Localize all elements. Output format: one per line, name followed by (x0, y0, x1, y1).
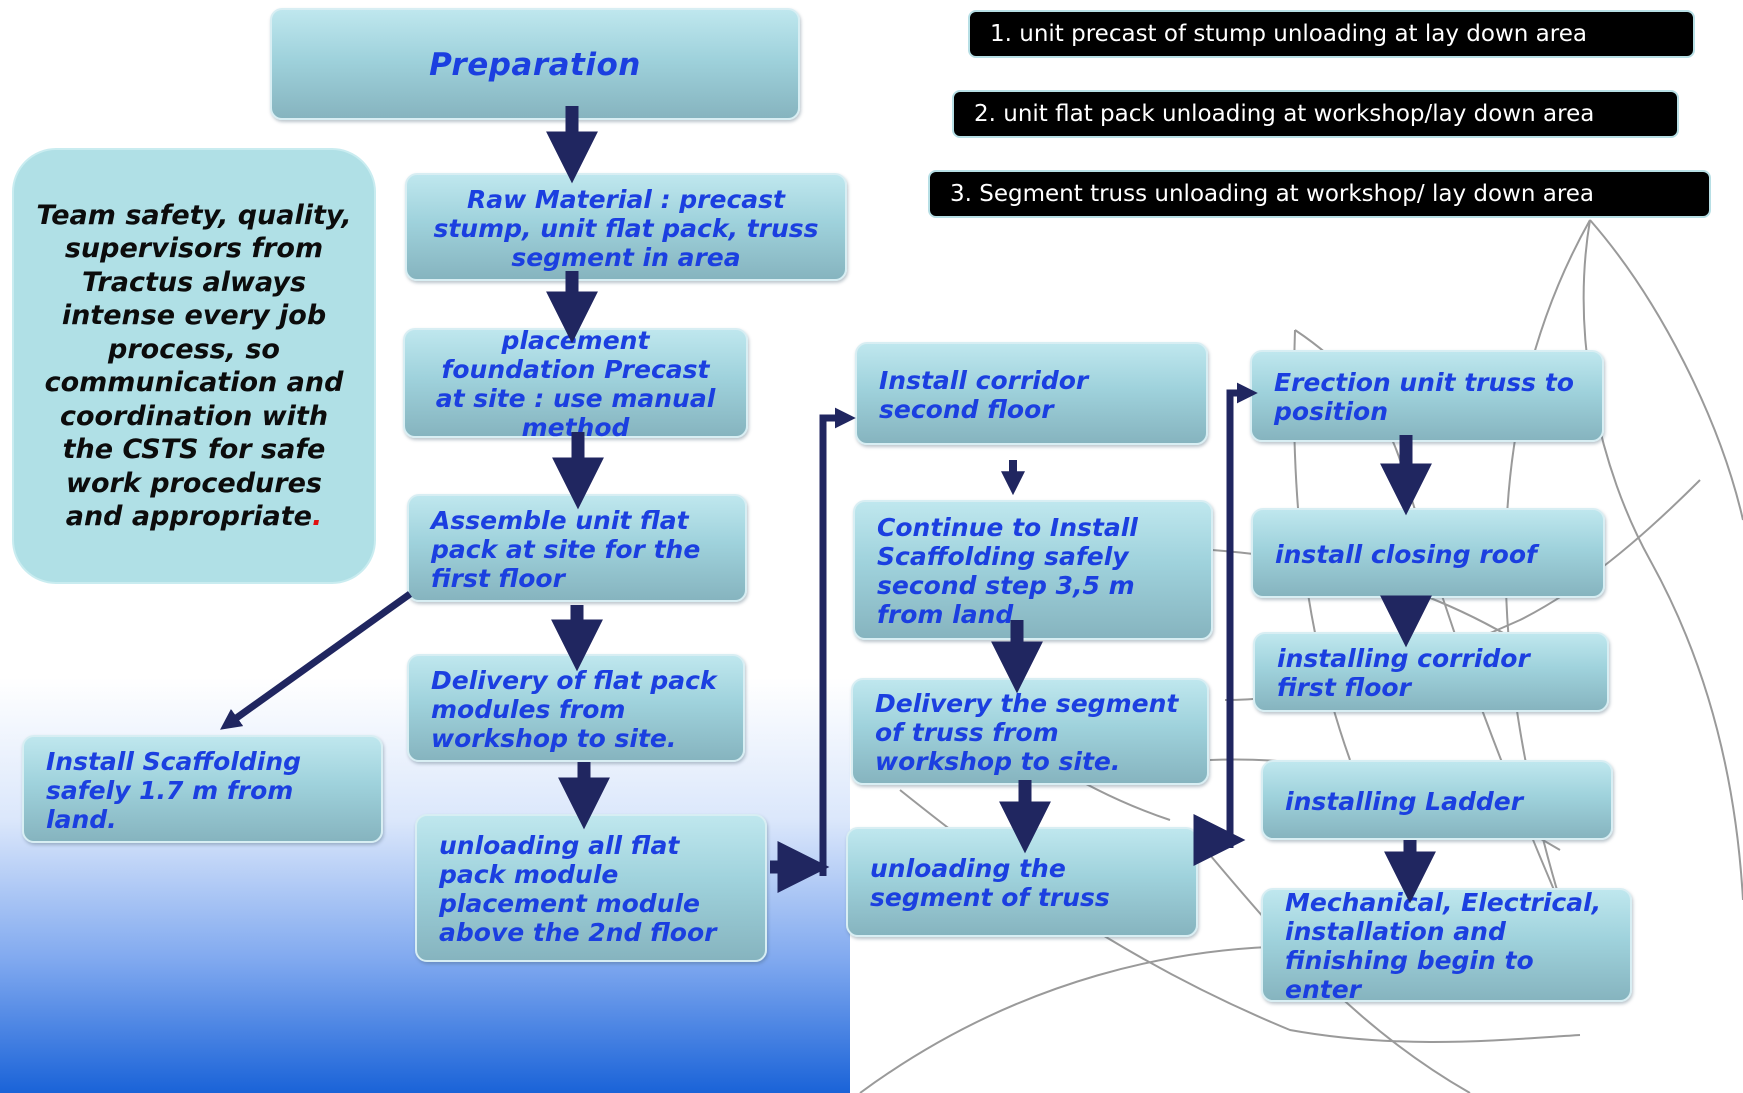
step-ladder: installing Ladder (1261, 760, 1613, 840)
preparation-title: Preparation (270, 8, 800, 120)
step-delivery-flat-pack: Delivery of flat pack modules from works… (407, 654, 745, 762)
step-delivery-truss: Delivery the segment of truss from works… (851, 678, 1209, 785)
team-safety-note-text: Team safety, quality, supervisors from T… (36, 199, 352, 534)
step-unloading-flat-pack: unloading all flat pack module placement… (415, 814, 767, 962)
step-erection-truss-text: Erection unit truss to position (1274, 368, 1574, 426)
step-delivery-truss-text: Delivery the segment of truss from works… (875, 689, 1179, 776)
step-install-scaffolding-text: Install Scaffolding safely 1.7 m from la… (46, 746, 302, 834)
step-unloading-truss-text: unloading the segment of truss (870, 854, 1110, 912)
step-continue-scaffolding: Continue to Install Scaffolding safely s… (853, 500, 1213, 640)
banner-precast-stump-text: 1. unit precast of stump unloading at la… (990, 21, 1587, 47)
banner-precast-stump: 1. unit precast of stump unloading at la… (968, 10, 1695, 58)
note-end-mark: . (311, 501, 323, 532)
note-body: Team safety, quality, supervisors from T… (36, 199, 352, 533)
step-unloading-flat-pack-text: unloading all flat pack module placement… (439, 831, 717, 947)
banner-segment-truss-text: 3. Segment truss unloading at workshop/ … (950, 181, 1595, 207)
banner-segment-truss: 3. Segment truss unloading at workshop/ … (928, 170, 1711, 218)
step-closing-roof-text: install closing roof (1275, 539, 1537, 569)
preparation-title-text: Preparation (429, 46, 641, 83)
step-install-scaffolding: Install Scaffolding safely 1.7 m from la… (22, 735, 383, 843)
step-unloading-truss: unloading the segment of truss (846, 827, 1198, 937)
team-safety-note: Team safety, quality, supervisors from T… (12, 148, 376, 584)
banner-flat-pack-text: 2. unit flat pack unloading at workshop/… (974, 101, 1595, 127)
step-ladder-text: installing Ladder (1285, 786, 1524, 816)
step-raw-material: Raw Material : precast stump, unit flat … (405, 173, 847, 281)
step-corridor-first-text: installing corridor first floor (1277, 644, 1530, 702)
step-placement-foundation-text: placement foundation Precast at site : u… (435, 326, 716, 442)
step-closing-roof: install closing roof (1251, 508, 1605, 598)
step-assemble-flat-pack: Assemble unit flat pack at site for the … (407, 494, 747, 602)
step-erection-truss: Erection unit truss to position (1250, 350, 1604, 442)
banner-flat-pack: 2. unit flat pack unloading at workshop/… (952, 90, 1679, 138)
step-install-corridor-second: Install corridor second floor (855, 342, 1208, 445)
step-install-corridor-second-text: Install corridor second floor (879, 365, 1089, 424)
step-delivery-flat-pack-text: Delivery of flat pack modules from works… (431, 665, 717, 753)
step-placement-foundation: placement foundation Precast at site : u… (403, 326, 748, 442)
step-assemble-flat-pack-text: Assemble unit flat pack at site for the … (431, 505, 701, 593)
step-continue-scaffolding-text: Continue to Install Scaffolding safely s… (877, 513, 1138, 629)
step-mep-text: Mechanical, Electrical, installation and… (1285, 888, 1602, 1004)
step-mep: Mechanical, Electrical, installation and… (1261, 888, 1632, 1004)
step-raw-material-text: Raw Material : precast stump, unit flat … (433, 184, 819, 272)
step-corridor-first: installing corridor first floor (1253, 632, 1609, 712)
